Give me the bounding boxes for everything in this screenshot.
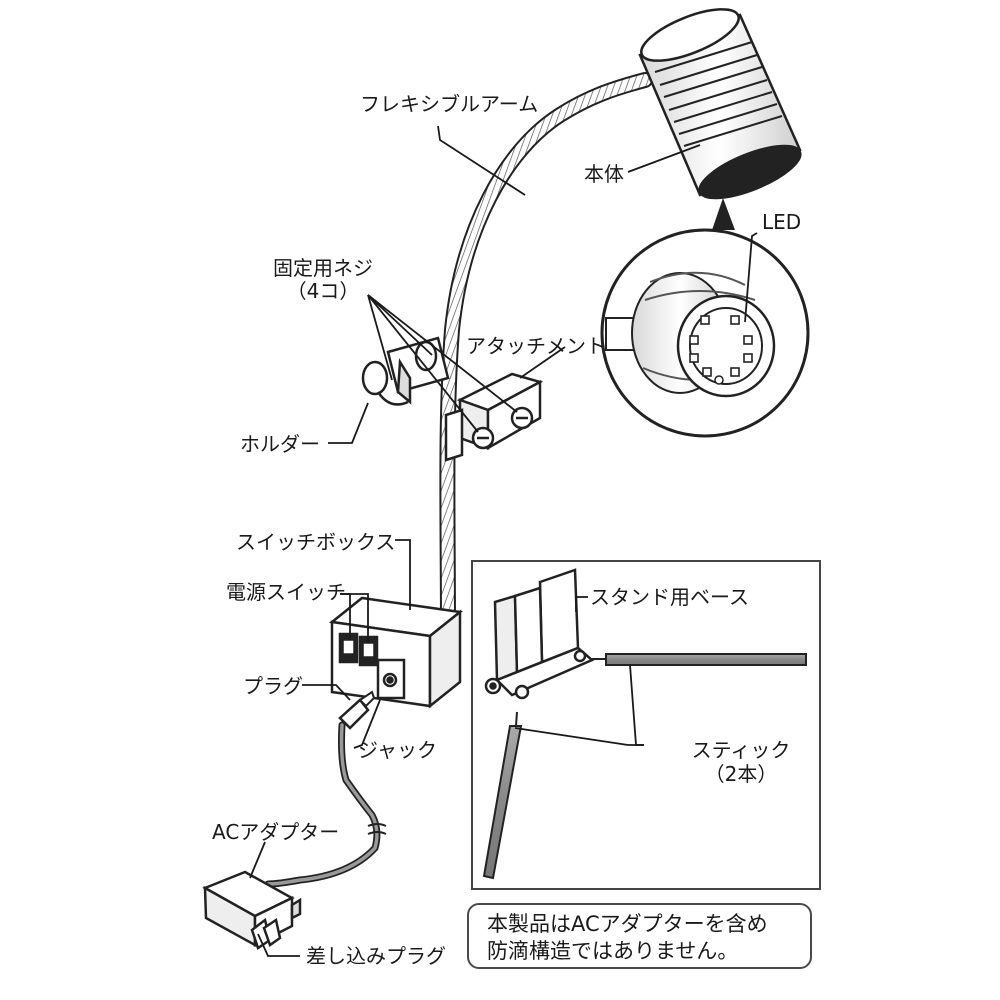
leader-lines	[249, 125, 758, 957]
zoom-pointer	[712, 198, 735, 230]
attachment	[444, 372, 544, 462]
led-zoom-circle	[600, 228, 810, 438]
lamp-head	[638, 8, 802, 200]
label-ac-adapter: ACアダプター	[212, 820, 340, 844]
ac-adapter	[202, 870, 302, 950]
label-holder: ホルダー	[240, 432, 320, 456]
plug-and-cable	[264, 690, 387, 888]
flexible-arm	[439, 72, 653, 638]
sticks	[482, 653, 807, 880]
notice-line-2: 防滴構造ではありません。	[487, 939, 739, 963]
label-stand-base: スタンド用ベース	[590, 585, 749, 609]
label-flexible-arm: フレキシブルアーム	[360, 92, 539, 116]
label-plug: プラグ	[243, 674, 303, 698]
label-stick-count: （2本）	[704, 762, 778, 786]
label-jack: ジャック	[358, 738, 437, 762]
label-body: 本体	[584, 162, 624, 186]
label-switch-box: スイッチボックス	[236, 530, 396, 554]
holder	[361, 336, 450, 406]
label-fixing-screws: 固定用ネジ	[273, 256, 373, 280]
notice-box: 本製品はACアダプターを含め 防滴構造ではありません。	[467, 903, 812, 969]
label-attachment: アタッチメント	[466, 334, 606, 358]
label-outlet-plug: 差し込みプラグ	[306, 944, 446, 968]
label-led: LED	[762, 210, 802, 234]
label-fixing-screws-count: （4コ）	[286, 279, 360, 303]
switch-box	[328, 596, 464, 709]
label-stick: スティック	[691, 738, 791, 762]
label-power-switch: 電源スイッチ	[226, 580, 346, 604]
stand-base	[484, 568, 595, 700]
led-chips	[689, 315, 753, 377]
notice-line-1: 本製品はACアダプターを含め	[487, 912, 768, 936]
